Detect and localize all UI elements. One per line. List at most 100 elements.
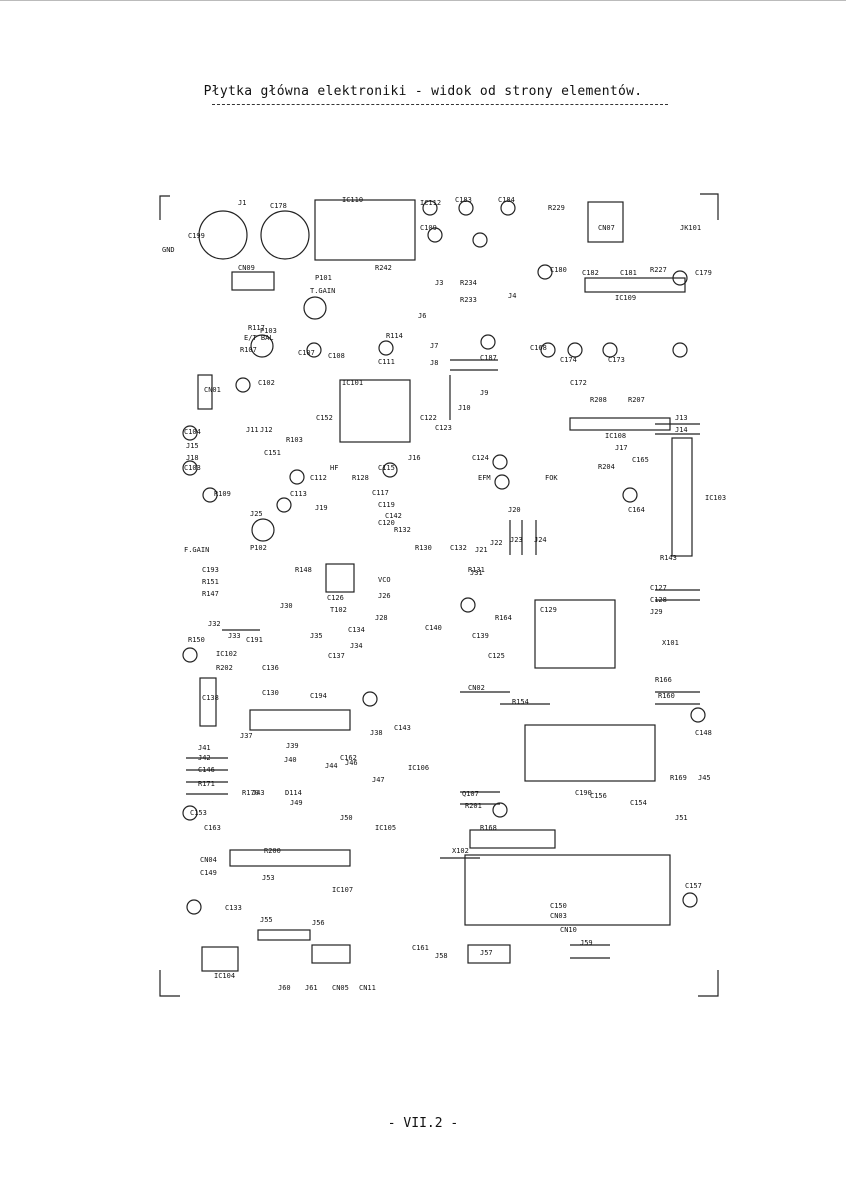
- cn05-outline: [467, 944, 511, 964]
- component-label: J8: [430, 359, 438, 367]
- component-label: JK101: [680, 224, 701, 232]
- component-label: J16: [408, 454, 421, 462]
- component-label: C163: [204, 824, 221, 832]
- component-label: R132: [394, 526, 411, 534]
- component-label: CN10: [560, 926, 577, 934]
- component-label: J43: [252, 789, 265, 797]
- component-label: J39: [286, 742, 299, 750]
- component-label: IC107: [332, 886, 353, 894]
- capacitor-pad-14: [182, 425, 198, 441]
- ic101-outline: [339, 379, 411, 443]
- component-label: C111: [378, 358, 395, 366]
- component-label: C149: [200, 869, 217, 877]
- component-label: R128: [352, 474, 369, 482]
- component-label: J1: [238, 199, 246, 207]
- component-label: CN05: [332, 984, 349, 992]
- component-label: J17: [615, 444, 628, 452]
- component-label: R131: [468, 566, 485, 574]
- component-label: C117: [372, 489, 389, 497]
- capacitor-pad-21: [494, 474, 510, 490]
- capacitor-pad-17: [622, 487, 638, 503]
- component-label: R164: [495, 614, 512, 622]
- capacitor-pad-24: [362, 691, 378, 707]
- component-label: C182: [582, 269, 599, 277]
- component-label: R208: [590, 396, 607, 404]
- component-label: IC102: [216, 650, 237, 658]
- component-label: J34: [350, 642, 363, 650]
- capacitor-pad-3: [427, 227, 443, 243]
- component-label: J41: [198, 744, 211, 752]
- capacitor-pad-4: [472, 232, 488, 248]
- ic104-outline: [464, 854, 671, 926]
- component-label: R160: [658, 692, 675, 700]
- component-label: IC105: [375, 824, 396, 832]
- component-label: J26: [378, 592, 391, 600]
- component-label: R150: [188, 636, 205, 644]
- component-label: J25: [250, 510, 263, 518]
- ic107-outline: [229, 849, 351, 867]
- component-label: J32: [208, 620, 221, 628]
- component-label: C190: [575, 789, 592, 797]
- component-label: J56: [312, 919, 325, 927]
- component-label: CN01: [204, 386, 221, 394]
- component-label: IC108: [605, 432, 626, 440]
- component-label: P101: [315, 274, 332, 282]
- component-label: IC109: [615, 294, 636, 302]
- component-label: C125: [488, 652, 505, 660]
- component-label: J7: [430, 342, 438, 350]
- capacitor-pad-8: [378, 340, 394, 356]
- cn10-outline: [311, 944, 351, 964]
- capacitor-pad-7: [480, 334, 496, 350]
- p102-trimmer-outline: [251, 518, 275, 542]
- capacitor-pad-26: [182, 805, 198, 821]
- component-label: R169: [670, 774, 687, 782]
- component-label: R233: [460, 296, 477, 304]
- component-label: C150: [550, 902, 567, 910]
- capacitor-pad-27: [492, 802, 508, 818]
- component-label: J57: [480, 949, 493, 957]
- component-label: C143: [394, 724, 411, 732]
- component-label: IC104: [214, 972, 235, 980]
- component-label: R234: [460, 279, 477, 287]
- component-label: J20: [508, 506, 521, 514]
- capacitor-pad-23: [182, 647, 198, 663]
- component-label: C153: [190, 809, 207, 817]
- cn07-outline: [587, 201, 624, 243]
- component-label: VCO: [378, 576, 391, 584]
- component-label: R103: [286, 436, 303, 444]
- component-label: J23: [510, 536, 523, 544]
- title-underline: [212, 104, 668, 105]
- component-label: C130: [262, 689, 279, 697]
- component-label: C165: [632, 456, 649, 464]
- component-label: C108: [328, 352, 345, 360]
- component-label: R148: [295, 566, 312, 574]
- component-label: J60: [278, 984, 291, 992]
- component-label: C179: [695, 269, 712, 277]
- component-label: C113: [290, 490, 307, 498]
- capacitor-pad-11: [602, 342, 618, 358]
- component-label: J50: [340, 814, 353, 822]
- corner-mark-bottom-left: [159, 970, 180, 997]
- ic109-outline: [584, 277, 686, 293]
- page-title: Płytka główna elektroniki - widok od str…: [203, 84, 643, 99]
- component-label: CN03: [550, 912, 567, 920]
- component-label: J40: [284, 756, 297, 764]
- component-label: J55: [260, 916, 273, 924]
- page-number: - VII.2 -: [387, 1116, 459, 1131]
- j1-jack-outline: [198, 210, 248, 260]
- component-label: J38: [370, 729, 383, 737]
- capacitor-pad-5: [537, 264, 553, 280]
- capacitor-pad-9: [540, 342, 556, 358]
- component-label: J47: [372, 776, 385, 784]
- component-label: R143: [660, 554, 677, 562]
- component-label: GND: [162, 246, 175, 254]
- component-label: J6: [418, 312, 426, 320]
- component-label: C129: [540, 606, 557, 614]
- component-label: R201: [465, 802, 482, 810]
- c178-capacitor-outline: [260, 210, 310, 260]
- capacitor-pad-0: [422, 200, 438, 216]
- capacitor-pad-29: [682, 892, 698, 908]
- component-label: J28: [375, 614, 388, 622]
- component-label: C134: [348, 626, 365, 634]
